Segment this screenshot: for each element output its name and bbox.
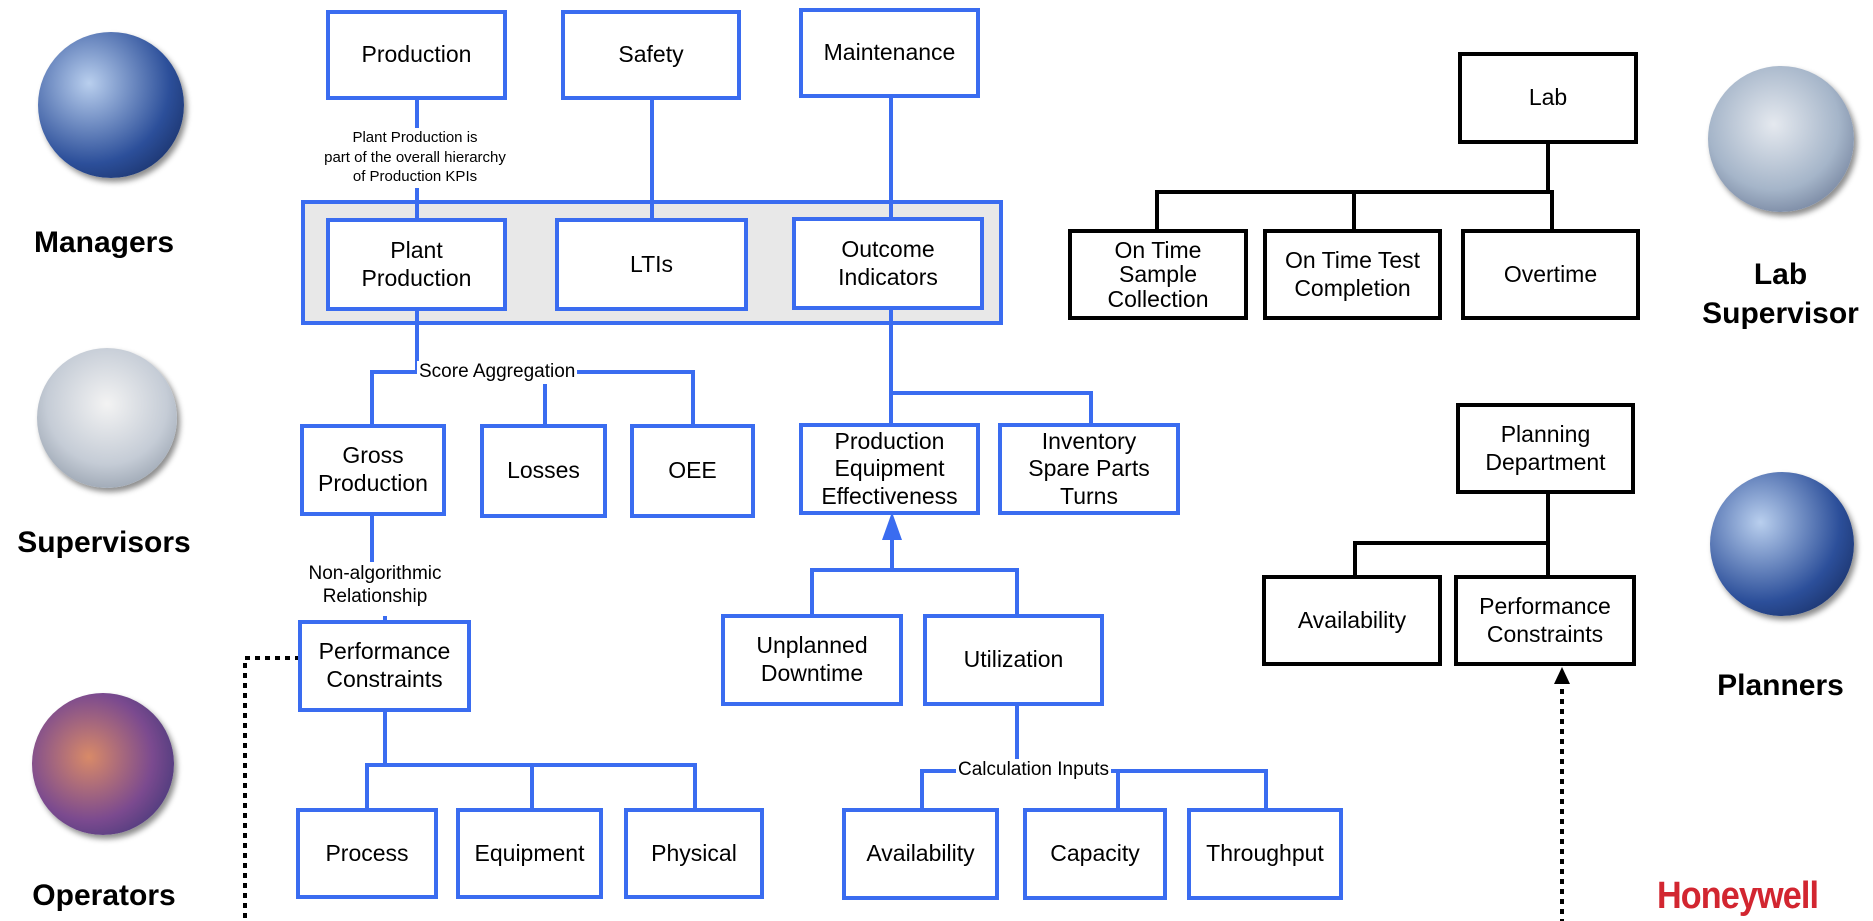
lab-box: Lab <box>1458 52 1638 144</box>
performance-constraints-box: Performance Constraints <box>298 620 471 712</box>
maintenance-box: Maintenance <box>799 8 980 98</box>
dotted-feedback-path <box>243 656 1564 921</box>
on-time-test-completion-box: On Time Test Completion <box>1263 229 1442 320</box>
outcome-indicators-box: Outcome Indicators <box>792 217 984 310</box>
honeywell-logo: Honeywell <box>1657 875 1819 917</box>
plant-production-box: Plant Production <box>326 218 507 311</box>
dotted-arrow-head <box>1554 667 1570 684</box>
losses-box: Losses <box>480 424 607 518</box>
overtime-box: Overtime <box>1461 229 1640 320</box>
gross-production-box: Gross Production <box>300 424 446 516</box>
role-planners: Planners <box>1717 669 1844 702</box>
plant-production-note: Plant Production is part of the overall … <box>310 128 520 187</box>
role-supervisors: Supervisors <box>17 526 191 559</box>
black-connectors <box>1155 143 1554 575</box>
operators-avatar <box>32 693 174 835</box>
availability-box: Availability <box>842 808 999 900</box>
role-lab-supervisor: Lab Supervisor <box>1702 258 1859 330</box>
inventory-spare-parts-turns-box: Inventory Spare Parts Turns <box>998 423 1180 515</box>
ltis-box: LTIs <box>555 218 748 311</box>
production-box: Production <box>326 10 507 100</box>
role-managers: Managers <box>33 226 175 259</box>
planning-availability-box: Availability <box>1262 575 1442 666</box>
physical-box: Physical <box>624 808 764 899</box>
utilization-box: Utilization <box>923 614 1104 706</box>
planning-performance-constraints-box: Performance Constraints <box>1454 575 1636 666</box>
supervisors-avatar <box>37 348 177 488</box>
capacity-box: Capacity <box>1023 808 1167 900</box>
planning-department-box: Planning Department <box>1456 403 1635 494</box>
production-equipment-effectiveness-box: Production Equipment Effectiveness <box>799 423 980 515</box>
on-time-sample-collection-box: On Time Sample Collection <box>1068 229 1248 320</box>
unplanned-downtime-box: Unplanned Downtime <box>721 614 903 706</box>
role-operators: Operators <box>32 879 176 912</box>
safety-box: Safety <box>561 10 741 100</box>
oee-box: OEE <box>630 424 755 518</box>
equipment-box: Equipment <box>456 808 603 899</box>
calculation-inputs-label: Calculation Inputs <box>956 759 1112 782</box>
non-algorithmic-label: Non-algorithmic Relationship <box>295 563 455 609</box>
planners-avatar <box>1710 472 1854 616</box>
throughput-box: Throughput <box>1187 808 1343 900</box>
score-aggregation-label: Score Aggregation <box>417 361 578 384</box>
lab-supervisor-avatar <box>1708 66 1854 212</box>
process-box: Process <box>296 808 438 899</box>
arrow-head-pee <box>882 512 902 540</box>
managers-avatar <box>38 32 184 178</box>
